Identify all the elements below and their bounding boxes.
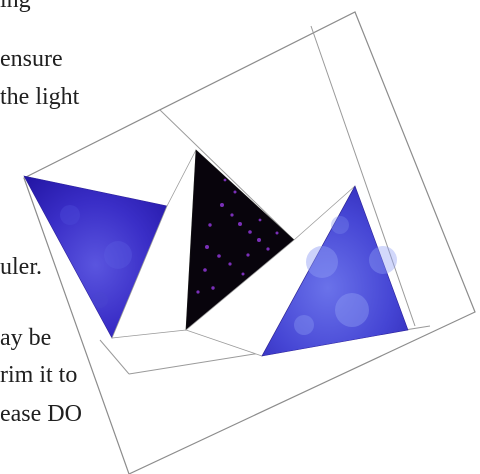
text-line-4: uler. <box>0 254 42 280</box>
text-line-1: ing <box>0 0 31 13</box>
seam-line-right <box>310 25 416 327</box>
text-line-6: rim it to <box>0 362 78 388</box>
seam-line-middle <box>159 109 295 241</box>
seam-line-bottom <box>99 339 130 375</box>
text-line-2: ensure <box>0 46 63 72</box>
text-line-7: ease DO <box>0 401 82 427</box>
text-line-3: the light <box>0 84 80 110</box>
dark-fabric-dots <box>196 178 279 294</box>
right-blue-triangle <box>261 185 409 357</box>
text-line-5: ay be <box>0 325 52 351</box>
